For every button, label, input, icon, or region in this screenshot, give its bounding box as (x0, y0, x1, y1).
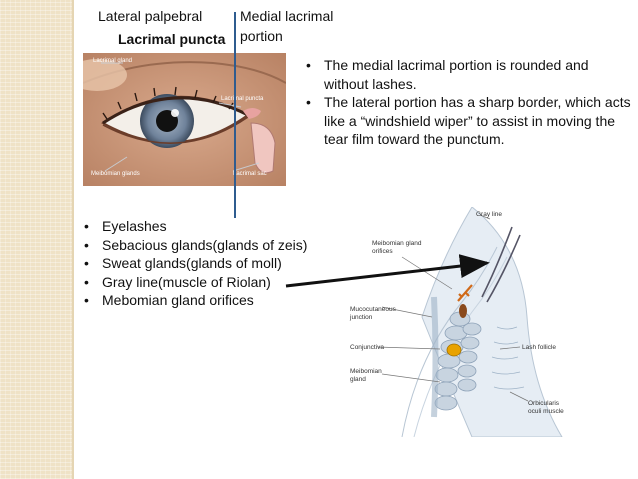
lacrimal-gland-label: Lacrimal gland (93, 58, 132, 64)
orbicularis-label-line2: oculi muscle (528, 408, 564, 415)
medial-lacrimal-portion-label: portion (240, 28, 283, 44)
meibomian-gland-label-line2: gland (350, 376, 366, 383)
orbicularis-label: Orbicularis (528, 400, 560, 407)
gray-line-label: Gray line (476, 211, 502, 218)
border-divider (72, 0, 74, 479)
lacrimal-puncta-label: Lacrimal puncta (118, 31, 226, 47)
meibomian-orifices-label-line2: orifices (372, 248, 393, 255)
list-item: Sebacious glands(glands of zeis) (82, 236, 310, 255)
list-item: Sweat glands(glands of moll) (82, 254, 310, 273)
list-item: Mebomian gland orifices (82, 291, 310, 310)
medial-lacrimal-guide-line (234, 12, 236, 218)
eyelid-cross-section-figure: Gray line Meibomian gland orifices Mucoc… (322, 206, 580, 438)
list-item: The medial lacrimal portion is rounded a… (304, 56, 634, 93)
mucocutaneous-junction-label: Mucocutaneous (350, 306, 397, 313)
lacrimal-sac-label: Lacrimal sac (233, 171, 267, 177)
lateral-palpebral-label: Lateral palpebral (98, 8, 203, 24)
lid-margin-notes: The medial lacrimal portion is rounded a… (304, 56, 634, 149)
lid-structures-list: Eyelashes Sebacious glands(glands of zei… (82, 217, 310, 310)
meibomian-glands-label: Meibomian glands (91, 171, 140, 177)
lash-follicle-label: Lash follicle (522, 344, 556, 351)
conjunctiva-label: Conjunctiva (350, 344, 384, 351)
list-item: Eyelashes (82, 217, 310, 236)
list-item: Gray line(muscle of Riolan) (82, 273, 310, 292)
medial-lacrimal-label: Medial lacrimal (240, 8, 334, 24)
lacrimal-puncta-figure-label: Lacrimal puncta (221, 96, 264, 102)
meibomian-gland-label: Meibomian (350, 368, 382, 375)
decorative-left-border (0, 0, 72, 479)
list-item: The lateral portion has a sharp border, … (304, 93, 634, 149)
meibomian-orifices-label: Meibomian gland (372, 240, 422, 247)
mucocutaneous-junction-label-line2: junction (349, 314, 373, 321)
